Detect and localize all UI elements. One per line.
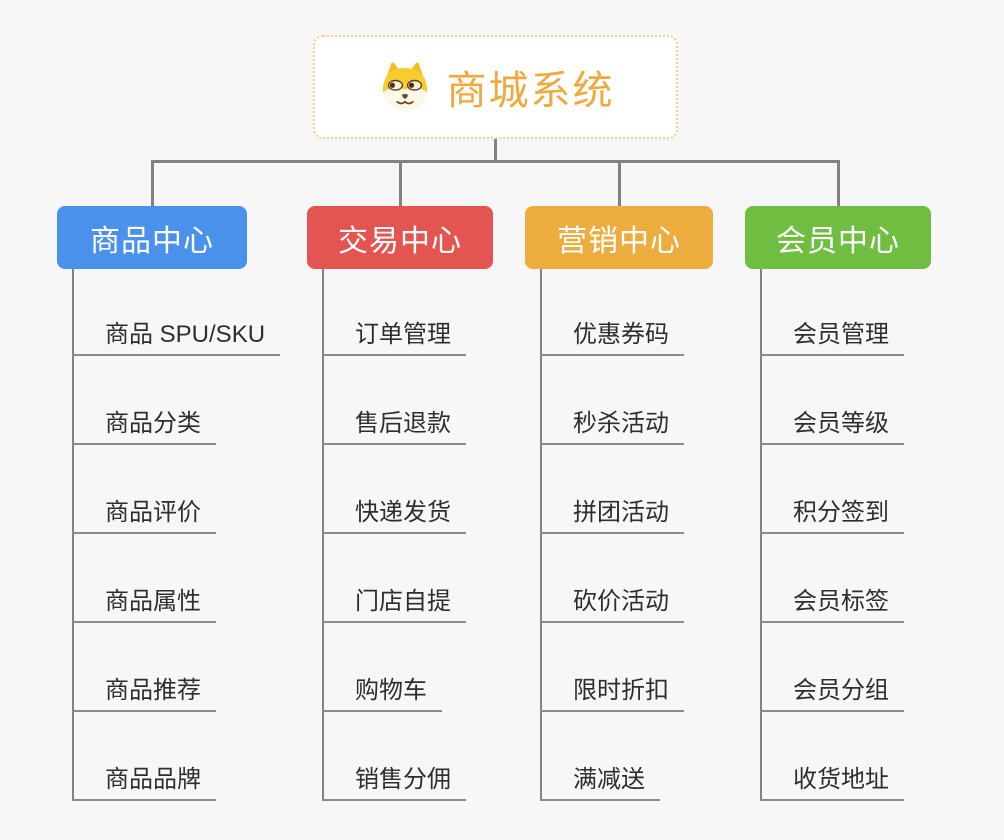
branch-node-label: 商品中心 [90, 224, 214, 258]
child-node[interactable]: 商品推荐 [72, 672, 216, 712]
connector-column-trunk [72, 269, 74, 801]
connector-column-trunk [322, 269, 324, 801]
child-node[interactable]: 会员管理 [760, 316, 904, 356]
connector-root-trunk [493, 139, 497, 163]
branch-node[interactable]: 交易中心 [307, 206, 493, 269]
branch-node-label: 会员中心 [776, 224, 900, 258]
child-node[interactable]: 积分签到 [760, 494, 904, 534]
connector-bus [150, 160, 840, 163]
root-node[interactable]: 商城系统 [313, 35, 678, 139]
child-node[interactable]: 售后退款 [322, 405, 466, 445]
connector-branch-drop [398, 160, 402, 206]
child-node[interactable]: 会员等级 [760, 405, 904, 445]
child-node[interactable]: 快递发货 [322, 494, 466, 534]
child-node[interactable]: 砍价活动 [540, 583, 684, 623]
child-node[interactable]: 限时折扣 [540, 672, 684, 712]
branch-node[interactable]: 商品中心 [57, 206, 247, 269]
child-node[interactable]: 满减送 [540, 761, 660, 801]
child-node[interactable]: 门店自提 [322, 583, 466, 623]
child-node[interactable]: 商品属性 [72, 583, 216, 623]
branch-node[interactable]: 会员中心 [745, 206, 931, 269]
connector-column-trunk [540, 269, 542, 801]
child-node[interactable]: 会员分组 [760, 672, 904, 712]
child-node[interactable]: 会员标签 [760, 583, 904, 623]
connector-branch-drop [617, 160, 621, 206]
child-node[interactable]: 商品品牌 [72, 761, 216, 801]
connector-branch-drop [836, 160, 840, 206]
connector-branch-drop [150, 160, 154, 206]
child-node[interactable]: 拼团活动 [540, 494, 684, 534]
child-node[interactable]: 订单管理 [322, 316, 466, 356]
child-node[interactable]: 商品分类 [72, 405, 216, 445]
child-node[interactable]: 购物车 [322, 672, 442, 712]
child-node[interactable]: 秒杀活动 [540, 405, 684, 445]
connector-column-trunk [760, 269, 762, 801]
branch-node-label: 营销中心 [557, 224, 681, 258]
branch-node[interactable]: 营销中心 [525, 206, 713, 269]
child-node[interactable]: 商品 SPU/SKU [72, 316, 281, 356]
shiba-dog-icon [377, 61, 433, 113]
child-node[interactable]: 销售分佣 [322, 761, 466, 801]
root-node-title: 商城系统 [446, 69, 615, 113]
branch-node-label: 交易中心 [338, 224, 462, 258]
child-node[interactable]: 收货地址 [760, 761, 904, 801]
child-node[interactable]: 优惠券码 [540, 316, 684, 356]
child-node[interactable]: 商品评价 [72, 494, 216, 534]
